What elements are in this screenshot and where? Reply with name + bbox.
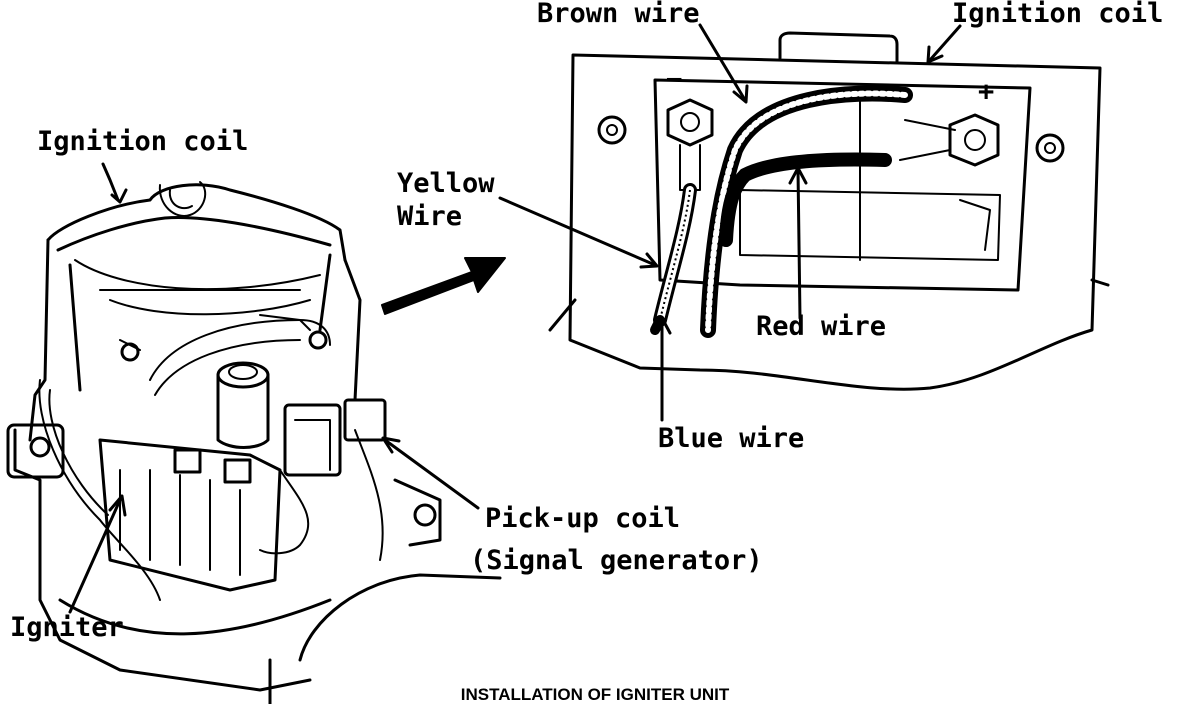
igniter-label: Igniter <box>10 612 124 643</box>
callout-labels: Ignition coil Igniter Pick-up coil (Sign… <box>10 0 1163 643</box>
yellow-wire-label-line1: Yellow <box>397 168 495 199</box>
brown-wire-label: Brown wire <box>537 0 700 29</box>
yellow-wire-label-line2: Wire <box>397 201 462 232</box>
plus-sign-label: + <box>978 76 994 107</box>
coil-terminal-detail-illustration: − + <box>548 31 1110 391</box>
blue-wire-label: Blue wire <box>658 423 804 454</box>
leader-lines <box>68 23 962 614</box>
minus-sign-label: − <box>666 64 682 95</box>
ignition-coil-label-right: Ignition coil <box>952 0 1163 29</box>
ignition-coil-label-left: Ignition coil <box>37 126 248 157</box>
view-transition-arrow <box>381 257 506 315</box>
signal-generator-label: (Signal generator) <box>470 545 763 576</box>
red-wire-label: Red wire <box>756 311 886 342</box>
distributor-assembly-illustration <box>6 181 502 704</box>
figure-caption: INSTALLATION OF IGNITER UNIT <box>461 685 730 704</box>
pickup-coil-label: Pick-up coil <box>485 503 680 534</box>
